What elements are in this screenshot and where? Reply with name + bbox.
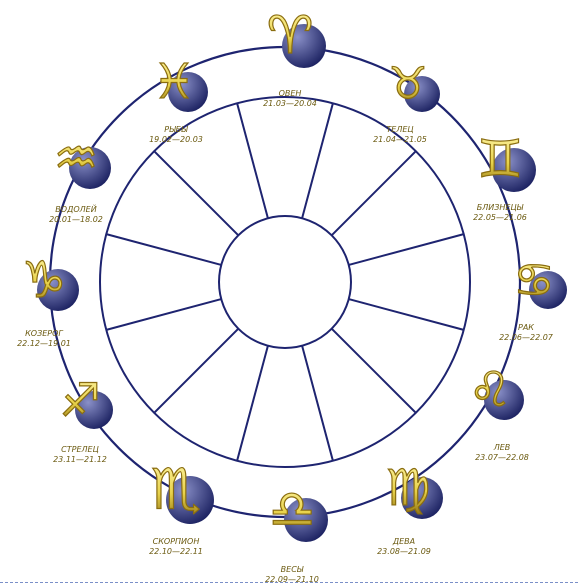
dashed-divider [0, 582, 578, 583]
spoke-line [106, 299, 221, 330]
spoke-line [302, 103, 333, 218]
sign-dates-label: 22.10—22.11 [149, 547, 203, 556]
sign-dates-label: 22.05—21.06 [473, 213, 527, 222]
spoke-line [237, 103, 268, 218]
spoke-line [154, 151, 238, 235]
scorpio-icon: ♏ [151, 458, 201, 523]
leo-icon: ♌ [468, 362, 511, 418]
sign-name-label: СКОРПИОН [153, 537, 200, 546]
sign-name-label: РЫБЫ [164, 125, 188, 134]
aries-icon: ♈ [267, 6, 314, 66]
sign-name-label: ТЕЛЕЦ [386, 125, 413, 134]
sign-dates-label: 21.04—21.05 [373, 135, 427, 144]
libra-icon: ♎ [269, 480, 316, 540]
cancer-icon: ♋ [513, 253, 554, 307]
spoke-line [237, 346, 268, 461]
aquarius-icon: ♒ [54, 129, 99, 187]
sign-dates-label: 22.06—22.07 [499, 333, 554, 342]
center-circle [219, 216, 351, 348]
sign-name-label: РАК [518, 323, 534, 332]
sign-dates-label: 20.01—18.02 [49, 215, 103, 224]
sign-name-label: ВЕСЫ [281, 565, 304, 574]
spoke-line [349, 234, 464, 265]
sagittarius-icon: ♐ [59, 373, 100, 427]
sign-dates-label: 23.07—22.08 [475, 453, 529, 462]
sign-name-label: ОВЕН [279, 89, 302, 98]
sign-name-label: КОЗЕРОГ [25, 329, 63, 338]
sign-dates-label: 22.12—19.01 [17, 339, 71, 348]
sign-dates-label: 21.03—20.04 [263, 99, 317, 108]
spoke-line [349, 299, 464, 330]
sign-name-label: ДЕВА [392, 537, 415, 546]
spoke-line [332, 151, 416, 235]
spoke-line [106, 234, 221, 265]
sign-dates-label: 23.11—21.12 [53, 455, 107, 464]
capricorn-icon: ♑ [22, 251, 67, 309]
sign-dates-label: 23.08—21.09 [377, 547, 431, 556]
sign-name-label: ВОДОЛЕЙ [55, 203, 96, 214]
virgo-icon: ♍ [386, 459, 431, 517]
spoke-line [154, 329, 238, 413]
pisces-icon: ♓ [152, 54, 195, 110]
sign-dates-label: 19.02—20.03 [149, 135, 203, 144]
sign-name-label: СТРЕЛЕЦ [61, 445, 99, 454]
gemini-icon: ♊ [477, 130, 524, 190]
spoke-line [302, 346, 333, 461]
sign-name-label: БЛИЗНЕЦЫ [477, 203, 524, 212]
spoke-line [332, 329, 416, 413]
taurus-icon: ♉ [388, 59, 427, 110]
sign-name-label: ЛЕВ [493, 443, 511, 452]
